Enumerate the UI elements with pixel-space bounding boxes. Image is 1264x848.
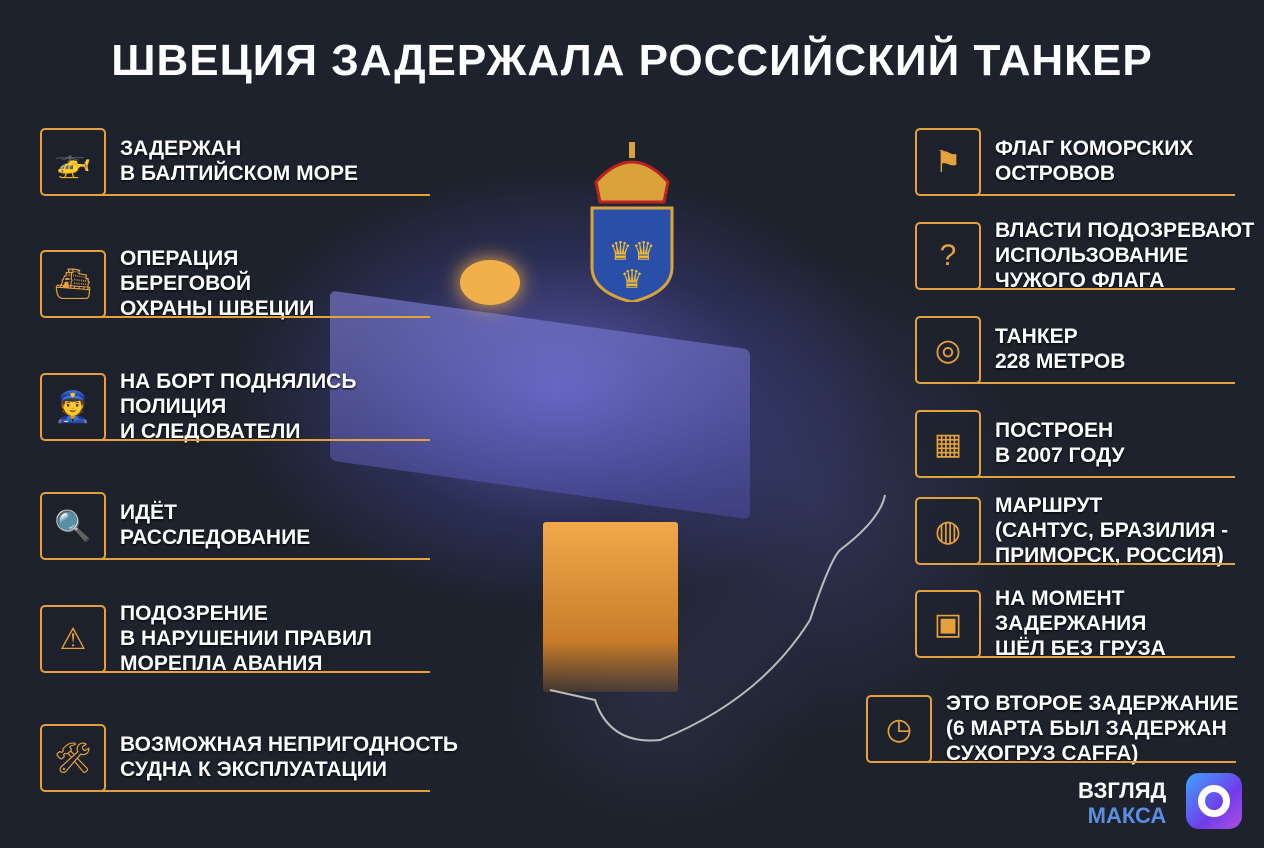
info-line: В НАРУШЕНИИ ПРАВИЛ xyxy=(120,627,372,650)
info-line: ПОСТРОЕН xyxy=(995,419,1114,442)
info-line: И СЛЕДОВАТЕЛИ xyxy=(120,420,301,443)
tanker-hatch-image xyxy=(543,522,678,692)
info-item: ◷ЭТО ВТОРОЕ ЗАДЕРЖАНИЕ(6 МАРТА БЫЛ ЗАДЕР… xyxy=(866,692,1239,766)
info-line: В 2007 ГОДУ xyxy=(995,444,1125,467)
info-line: ИСПОЛЬЗОВАНИЕ xyxy=(995,244,1189,267)
logo-line1: ВЗГЛЯД xyxy=(1078,778,1167,803)
info-line: НА МОМЕНТ xyxy=(995,587,1125,610)
info-line: ПОЛИЦИЯ xyxy=(120,395,227,418)
info-line: ЧУЖОГО ФЛАГА xyxy=(995,269,1165,292)
info-line: ОПЕРАЦИЯ xyxy=(120,247,239,270)
connector-line xyxy=(925,382,1235,384)
swedish-coat-of-arms-icon: ♛♛ ♛ xyxy=(590,142,674,302)
logo-line2: МАКСА xyxy=(1087,803,1167,828)
connector-line xyxy=(925,563,1235,565)
info-line: НА БОРТ ПОДНЯЛИСЬ xyxy=(120,370,357,393)
calendar-icon: ▦ xyxy=(915,410,981,478)
connector-line xyxy=(50,439,430,441)
page-title: ШВЕЦИЯ ЗАДЕРЖАЛА РОССИЙСКИЙ ТАНКЕР xyxy=(111,36,1153,85)
connector-line xyxy=(925,194,1235,196)
info-text: ЭТО ВТОРОЕ ЗАДЕРЖАНИЕ(6 МАРТА БЫЛ ЗАДЕРЖ… xyxy=(946,691,1239,766)
max-app-icon xyxy=(1186,773,1242,829)
tape-measure-icon: ◎ xyxy=(915,316,981,384)
info-line: ПРИМОРСК, РОССИЯ) xyxy=(995,544,1224,567)
warning-triangle-icon: ⚠ xyxy=(40,605,106,673)
info-line: ТАНКЕР xyxy=(995,325,1078,348)
info-line: В БАЛТИЙСКОМ МОРЕ xyxy=(120,162,358,185)
helicopter-icon: 🚁 xyxy=(40,128,106,196)
info-line: ИДЁТ xyxy=(120,501,177,524)
info-line: ОСТРОВОВ xyxy=(995,162,1116,185)
info-line: МОРЕПЛА АВАНИЯ xyxy=(120,652,323,675)
info-line: РАССЛЕДОВАНИЕ xyxy=(120,526,311,549)
info-line: МАРШРУТ xyxy=(995,494,1103,517)
info-line: ШЁЛ БЕЗ ГРУЗА xyxy=(995,637,1166,660)
svg-text:♛♛: ♛♛ xyxy=(609,236,656,266)
connector-line xyxy=(925,288,1235,290)
info-item: ◍МАРШРУТ(САНТУС, БРАЗИЛИЯ -ПРИМОРСК, РОС… xyxy=(915,494,1228,568)
info-line: (САНТУС, БРАЗИЛИЯ - xyxy=(995,519,1229,542)
info-line: ЭТО ВТОРОЕ ЗАДЕРЖАНИЕ xyxy=(946,692,1239,715)
connector-line xyxy=(925,476,1235,478)
connector-line xyxy=(50,194,430,196)
info-line: 228 МЕТРОВ xyxy=(995,350,1126,373)
info-line: ЗАДЕРЖАНИЯ xyxy=(995,612,1147,635)
info-line: ВЛАСТИ ПОДОЗРЕВАЮТ xyxy=(995,219,1255,242)
info-line: (6 МАРТА БЫЛ ЗАДЕРЖАН xyxy=(946,717,1227,740)
connector-line xyxy=(50,671,430,673)
info-text: МАРШРУТ(САНТУС, БРАЗИЛИЯ -ПРИМОРСК, РОСС… xyxy=(995,493,1228,568)
connector-line xyxy=(925,656,1235,658)
info-line: ВОЗМОЖНАЯ НЕПРИГОДНОСТЬ xyxy=(120,733,458,756)
info-line: СУХОГРУЗ CAFFA) xyxy=(946,742,1139,765)
ship-icon: ⛴ xyxy=(40,250,106,318)
connector-line xyxy=(876,761,1236,763)
investigation-magnifier-icon: 🔍 xyxy=(40,492,106,560)
calendar-clock-icon: ◷ xyxy=(866,695,932,763)
flag-icon: ⚑ xyxy=(915,128,981,196)
tools-icon: 🛠 xyxy=(40,724,106,792)
police-officer-icon: 👮 xyxy=(40,373,106,441)
connector-line xyxy=(50,558,430,560)
info-line: ПОДОЗРЕНИЕ xyxy=(120,602,268,625)
info-line: БЕРЕГОВОЙ xyxy=(120,272,252,295)
connector-line xyxy=(50,316,430,318)
info-line: ЗАДЕРЖАН xyxy=(120,137,242,160)
box-icon: ▣ xyxy=(915,590,981,658)
person-question-icon: ? xyxy=(915,222,981,290)
info-line: ФЛАГ КОМОРСКИХ xyxy=(995,137,1194,160)
info-line: СУДНА К ЭКСПЛУАТАЦИИ xyxy=(120,758,387,781)
connector-line xyxy=(50,790,430,792)
helicopter-image xyxy=(460,260,520,305)
brand-logo-text: ВЗГЛЯД МАКСА xyxy=(1078,778,1166,828)
globe-icon: ◍ xyxy=(915,497,981,565)
svg-text:♛: ♛ xyxy=(620,264,643,294)
info-line: ОХРАНЫ ШВЕЦИИ xyxy=(120,297,315,320)
